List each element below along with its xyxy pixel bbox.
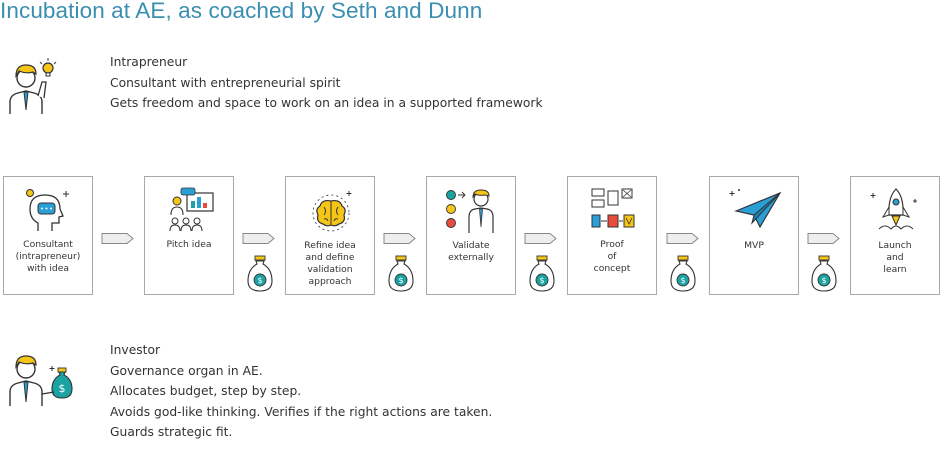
step-consultant: Consultant (intrapreneur) with idea bbox=[3, 176, 93, 295]
step-arrow-icon bbox=[242, 233, 275, 244]
presentation-audience-icon bbox=[169, 187, 214, 232]
intrapreneur-line: Consultant with entrepreneurial spirit bbox=[110, 75, 341, 90]
money-bag-icon: $ bbox=[811, 255, 837, 292]
investor-role: Investor bbox=[110, 343, 161, 357]
step-arrow-icon bbox=[383, 233, 416, 244]
money-bag-icon: $ bbox=[529, 255, 555, 292]
svg-text:$: $ bbox=[680, 276, 685, 285]
flowchart-icon bbox=[591, 188, 635, 228]
money-bag-icon: $ bbox=[670, 255, 696, 292]
investor-text: Investor Governance organ in AE. Allocat… bbox=[110, 340, 492, 443]
step-validate: Validate externally bbox=[426, 176, 516, 295]
paper-plane-icon bbox=[729, 189, 782, 229]
step-label: Validate externally bbox=[448, 240, 494, 263]
step-label: Launch and learn bbox=[878, 240, 912, 275]
svg-text:$: $ bbox=[398, 276, 403, 285]
step-pitch: Pitch idea bbox=[144, 176, 234, 295]
investor-line: Avoids god-like thinking. Verifies if th… bbox=[110, 404, 493, 419]
svg-text:$: $ bbox=[59, 382, 66, 395]
feedback-smileys-icon bbox=[446, 189, 494, 233]
step-refine: Refine idea and define validation approa… bbox=[285, 176, 375, 295]
svg-text:$: $ bbox=[257, 276, 262, 285]
investor-line: Guards strategic fit. bbox=[110, 425, 233, 439]
money-bag-icon: $ bbox=[247, 255, 273, 292]
step-arrow-icon bbox=[666, 233, 699, 244]
rocket-icon bbox=[870, 188, 917, 230]
investor-icon: $ bbox=[9, 355, 73, 406]
svg-text:$: $ bbox=[539, 276, 544, 285]
page-title: Incubation at AE, as coached by Seth and… bbox=[0, 0, 483, 23]
investor-line: Governance organ in AE. bbox=[110, 363, 263, 378]
money-bag-icon: $ bbox=[388, 255, 414, 292]
step-arrow-icon bbox=[524, 233, 557, 244]
svg-text:$: $ bbox=[821, 276, 826, 285]
step-label: MVP bbox=[744, 240, 764, 251]
step-label: Consultant (intrapreneur) with idea bbox=[15, 239, 81, 274]
head-lightbulb-icon bbox=[26, 189, 69, 231]
intrapreneur-text: Intrapreneur Consultant with entrepreneu… bbox=[110, 52, 543, 114]
step-launch: Launch and learn bbox=[850, 176, 940, 295]
step-mvp: MVP bbox=[709, 176, 799, 295]
step-proof: Proof of concept bbox=[567, 176, 657, 295]
step-arrow-icon bbox=[101, 233, 134, 244]
investor-line: Allocates budget, step by step. bbox=[110, 384, 302, 398]
intrapreneur-role: Intrapreneur bbox=[110, 55, 188, 69]
brain-icon bbox=[312, 191, 352, 232]
step-label: Proof of concept bbox=[593, 239, 631, 274]
step-label: Pitch idea bbox=[166, 239, 212, 250]
intrapreneur-line: Gets freedom and space to work on an ide… bbox=[110, 96, 543, 110]
step-label: Refine idea and define validation approa… bbox=[304, 240, 356, 287]
intrapreneur-icon bbox=[9, 58, 57, 114]
step-arrow-icon bbox=[807, 233, 840, 244]
